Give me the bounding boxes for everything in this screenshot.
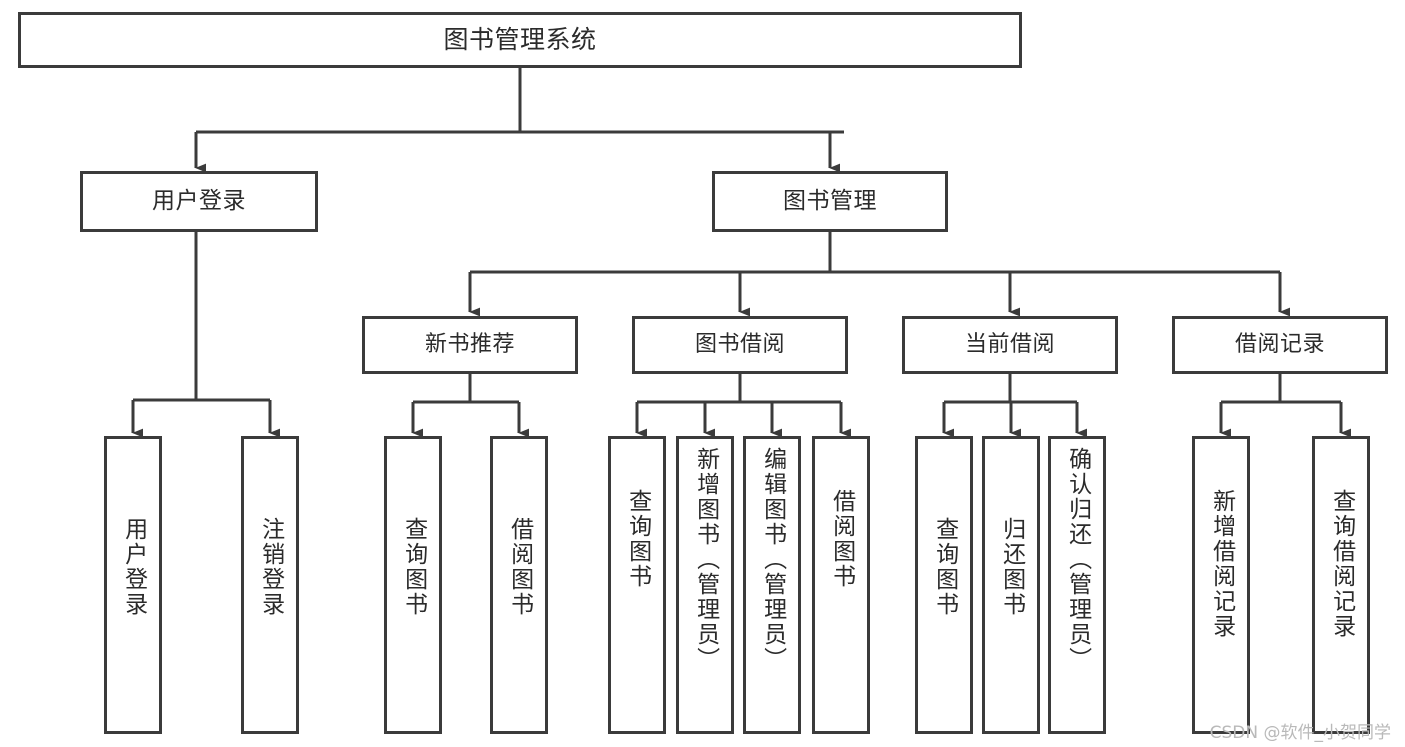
node-label: 图书管理: [783, 188, 877, 215]
node-label: 借阅图书: [506, 517, 533, 617]
node-label: 编辑图书（管理员）: [759, 447, 786, 672]
node-label: 归还图书: [998, 517, 1025, 617]
node-new-book-recommend[interactable]: 新书推荐: [362, 316, 578, 374]
node-label: 注销登录: [257, 517, 284, 617]
node-borrow-record[interactable]: 借阅记录: [1172, 316, 1388, 374]
node-label: 查询借阅记录: [1328, 489, 1355, 639]
node-label: 新增图书（管理员）: [692, 447, 719, 672]
node-label: 新增借阅记录: [1208, 489, 1235, 639]
node-root-system[interactable]: 图书管理系统: [18, 12, 1022, 68]
leaf-return-book[interactable]: 归还图书: [982, 436, 1040, 734]
node-label: 图书管理系统: [443, 24, 597, 54]
leaf-add-book[interactable]: 新增图书（管理员）: [676, 436, 734, 734]
node-label: 查询图书: [624, 489, 651, 589]
leaf-borrow-book-recommend[interactable]: 借阅图书: [490, 436, 548, 734]
leaf-logout[interactable]: 注销登录: [241, 436, 299, 734]
node-label: 查询图书: [931, 517, 958, 617]
node-label: 查询图书: [400, 517, 427, 617]
leaf-query-book-recommend[interactable]: 查询图书: [384, 436, 442, 734]
node-book-borrow[interactable]: 图书借阅: [632, 316, 848, 374]
leaf-add-borrow-record[interactable]: 新增借阅记录: [1192, 436, 1250, 734]
leaf-borrow-book[interactable]: 借阅图书: [812, 436, 870, 734]
node-book-manage[interactable]: 图书管理: [712, 171, 948, 232]
leaf-query-borrow-record[interactable]: 查询借阅记录: [1312, 436, 1370, 734]
node-label: 当前借阅: [964, 332, 1055, 358]
node-current-borrow[interactable]: 当前借阅: [902, 316, 1118, 374]
leaf-edit-book[interactable]: 编辑图书（管理员）: [743, 436, 801, 734]
leaf-confirm-return[interactable]: 确认归还（管理员）: [1048, 436, 1106, 734]
node-label: 图书借阅: [694, 332, 785, 358]
leaf-query-book-borrow[interactable]: 查询图书: [608, 436, 666, 734]
node-label: 用户登录: [120, 517, 147, 617]
node-label: 确认归还（管理员）: [1064, 447, 1091, 672]
node-label: 用户登录: [152, 188, 246, 215]
node-user-login[interactable]: 用户登录: [80, 171, 318, 232]
node-label: 新书推荐: [424, 332, 515, 358]
node-label: 借阅记录: [1234, 332, 1325, 358]
leaf-query-book-current[interactable]: 查询图书: [915, 436, 973, 734]
watermark-text: CSDN @软件_小贺同学: [1209, 723, 1391, 743]
leaf-user-login[interactable]: 用户登录: [104, 436, 162, 734]
node-label: 借阅图书: [828, 489, 855, 589]
